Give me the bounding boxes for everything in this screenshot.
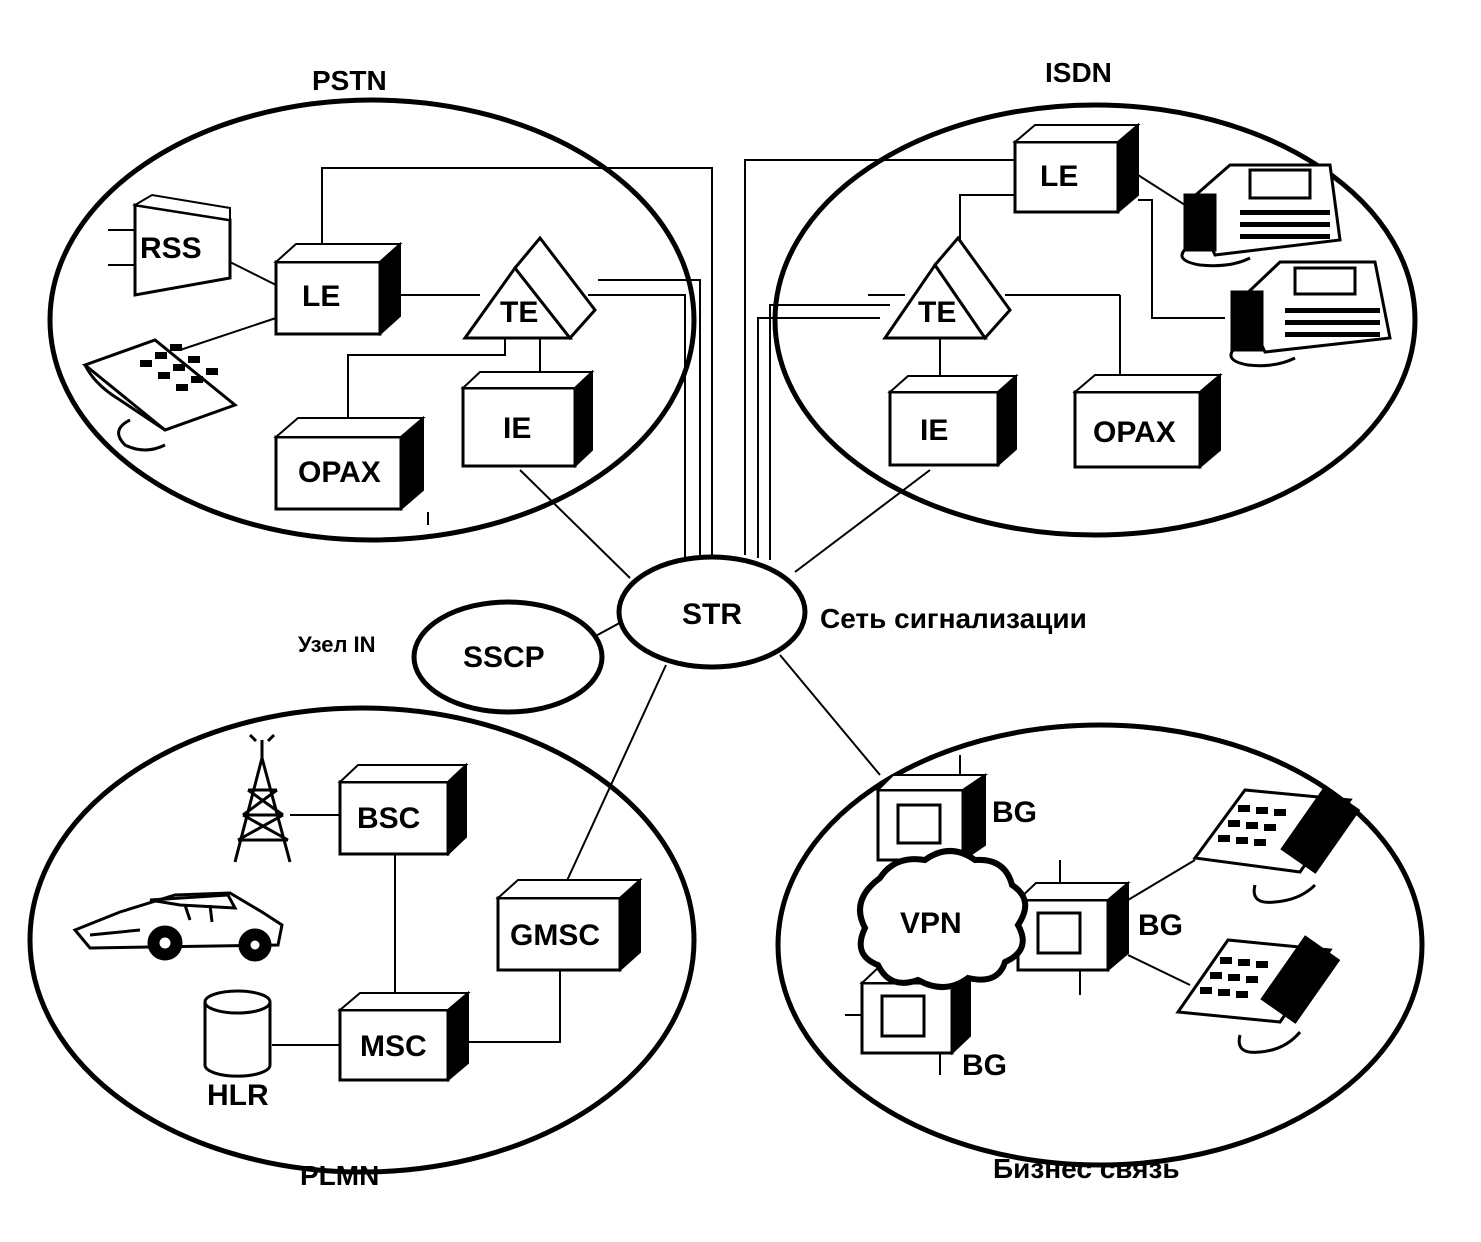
isdn-ie-box: IE: [887, 373, 1019, 468]
isdn-te-triangle: TE: [882, 235, 1012, 341]
sscp-label: SSCP: [463, 641, 545, 674]
antenna-tower-icon: [233, 733, 292, 863]
telephone-icon: [81, 338, 239, 452]
bg3-label: BG: [962, 1049, 1007, 1082]
isdn-le-label: LE: [1040, 160, 1078, 193]
pstn-rss-box: RSS: [132, 193, 232, 297]
plmn-label: PLMN: [300, 1160, 379, 1191]
isdn-label: ISDN: [1045, 57, 1112, 88]
bg2-label: BG: [1138, 909, 1183, 942]
vpn-label: VPN: [900, 907, 962, 940]
pstn-te-label: TE: [500, 296, 538, 329]
pstn-le-label: LE: [302, 280, 340, 313]
pstn-network: [47, 97, 697, 543]
connection-lines: [108, 159, 1225, 1075]
str-label: STR: [682, 598, 742, 631]
pstn-label: PSTN: [312, 65, 387, 96]
pstn-opax-box: OPAX: [273, 415, 426, 512]
str-node: [616, 554, 808, 670]
isdn-le-box: LE: [1012, 122, 1141, 215]
msc-label: MSC: [360, 1030, 427, 1063]
sscp-node: [411, 599, 605, 715]
isdn-terminal-icon: [1229, 260, 1392, 368]
isdn-network: [772, 102, 1418, 538]
pstn-te-triangle: TE: [462, 235, 597, 341]
pstn-opax-label: OPAX: [298, 456, 381, 489]
in-node-label: Узел IN: [298, 632, 376, 657]
pstn-le-box: LE: [273, 241, 403, 337]
bg1-label: BG: [992, 796, 1037, 829]
isdn-ie-label: IE: [920, 414, 948, 447]
bg1-box: BG: [875, 773, 1037, 862]
car-icon: [72, 891, 284, 962]
gmsc-label: GMSC: [510, 919, 600, 952]
pstn-rss-label: RSS: [140, 232, 202, 265]
gmsc-box: GMSC: [495, 877, 643, 973]
plmn-network: [27, 705, 697, 1175]
signaling-network-label: Сеть сигнализации: [820, 603, 1087, 634]
business-label: Бизнес связь: [993, 1153, 1180, 1184]
business-network: [775, 722, 1425, 1168]
hlr-label: HLR: [207, 1079, 269, 1112]
isdn-te-label: TE: [918, 296, 956, 329]
bsc-box: BSC: [337, 762, 469, 857]
isdn-terminal-icon: [1180, 163, 1342, 268]
msc-box: MSC: [337, 990, 471, 1083]
pstn-ie-box: IE: [460, 369, 595, 469]
isdn-opax-box: OPAX: [1072, 372, 1223, 470]
vpn-cloud-icon: VPN: [857, 848, 1029, 990]
isdn-opax-label: OPAX: [1093, 416, 1176, 449]
bsc-label: BSC: [357, 802, 420, 835]
bg2-box: BG: [1015, 880, 1183, 973]
telephone-icon: [1175, 935, 1341, 1054]
database-icon: HLR: [203, 989, 272, 1112]
pstn-ie-label: IE: [503, 412, 531, 445]
telephone-icon: [1192, 785, 1361, 904]
